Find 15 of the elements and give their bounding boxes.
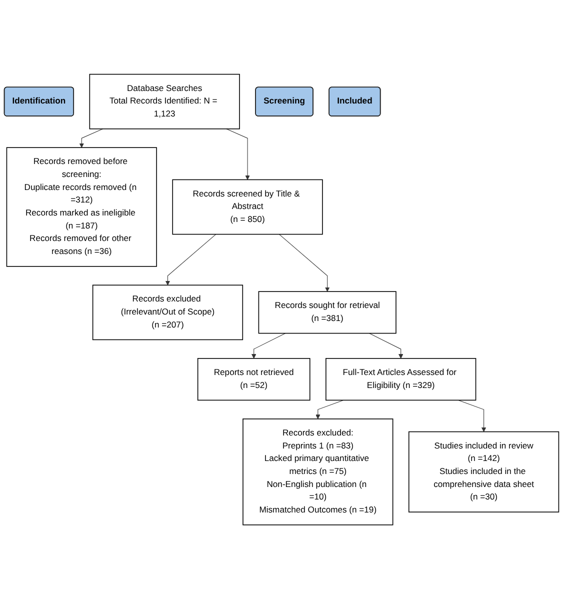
- node-box: Records sought for retrieval (n =381): [258, 292, 396, 334]
- node-box: Records excluded: Preprints 1 (n =83) Lacked primary quantitative metrics (n =75) Non-English publication (n =10) Mismatched Outcomes (n =19): [242, 418, 394, 526]
- arrow: [79, 129, 104, 148]
- node-box: Records screened by Title & Abstract (n = 850): [172, 180, 323, 236]
- arrow: [368, 333, 404, 360]
- arrow: [226, 129, 250, 180]
- node-box: Database Searches Total Records Identified: N = 1,123: [89, 74, 240, 130]
- arrow: [165, 234, 216, 286]
- arrow: [278, 234, 330, 292]
- node-box: Full-Text Articles Assessed for Eligibility (n =329): [326, 358, 476, 402]
- node-box: Reports not retrieved (n =52): [197, 358, 310, 402]
- arrow: [252, 333, 286, 360]
- node-box: Records removed before screening: Duplicate records removed (n =312) Records marked as ineligible (n =187) Records removed for other reasons (n =36): [6, 148, 157, 268]
- node-box: Records excluded (Irrelevant/Out of Scope) (n =207): [92, 285, 244, 341]
- node-box: Studies included in review (n =142) Studies included in the comprehensive data sheet (n =30): [408, 432, 560, 513]
